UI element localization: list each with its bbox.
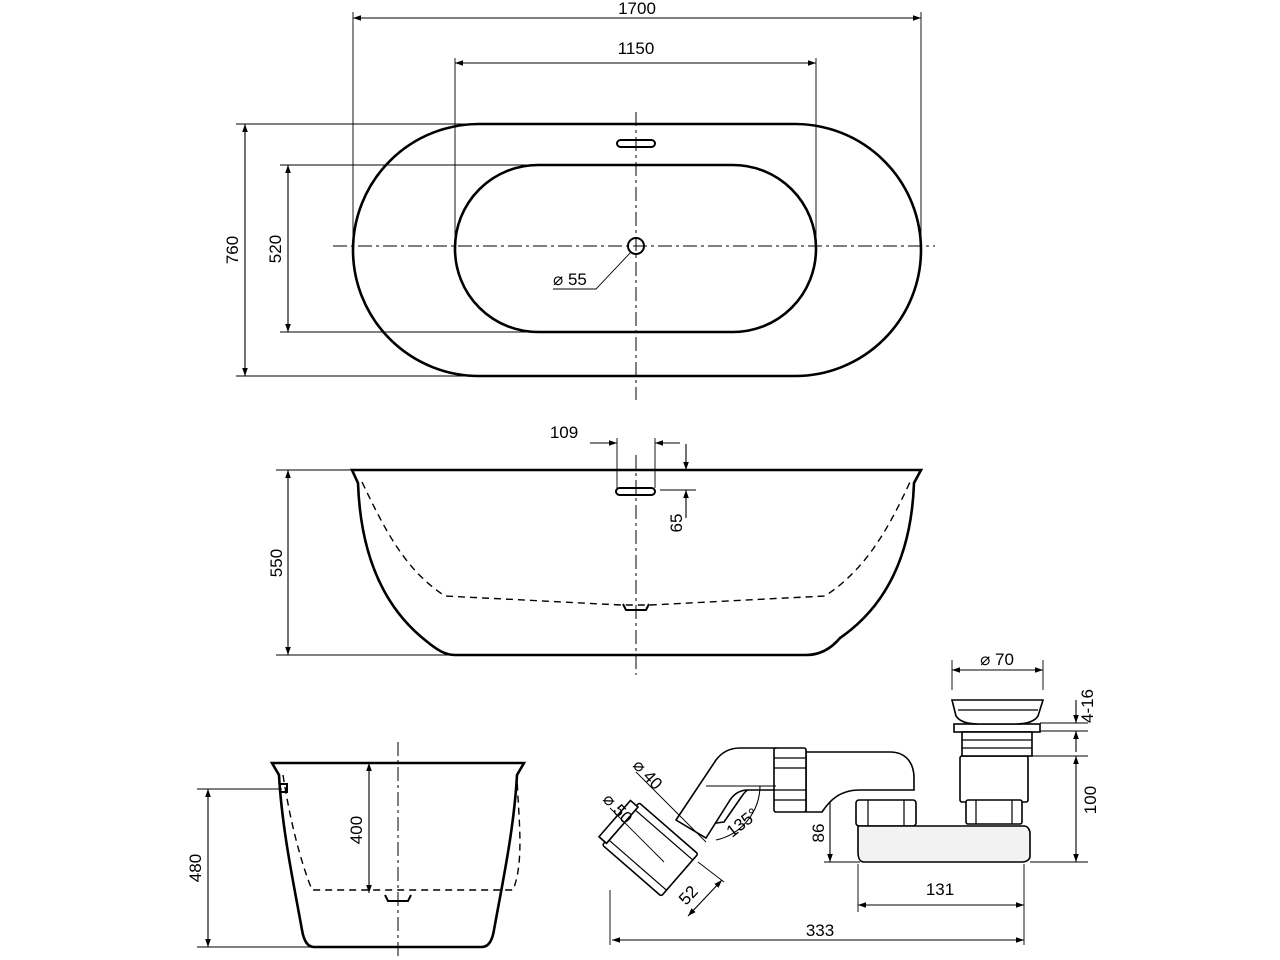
dim-cap-diameter-label: ⌀ 70 bbox=[980, 650, 1014, 669]
nut-coupling bbox=[773, 747, 807, 813]
overflow-marker bbox=[279, 783, 288, 793]
dim-inner-width-label: 520 bbox=[266, 235, 285, 263]
overflow-slot bbox=[616, 139, 656, 148]
dim-width-label: 760 bbox=[223, 236, 242, 264]
dim-length-label: 1700 bbox=[618, 0, 656, 18]
dim-end-height-label: 480 bbox=[186, 854, 205, 882]
dim-overflow-offset-label: 109 bbox=[550, 423, 578, 442]
dim-overflow-height-label: 65 bbox=[667, 514, 686, 533]
overflow-slot-side bbox=[615, 487, 656, 496]
dim-height-label: 550 bbox=[267, 549, 286, 577]
dim-cap-gap-label: 4-16 bbox=[1078, 689, 1097, 723]
dim-inner-depth-label: 400 bbox=[347, 816, 366, 844]
angle-arc bbox=[715, 785, 761, 841]
pipe-d40-label: ⌀ 40 bbox=[629, 756, 666, 794]
tub-outer-rim bbox=[351, 122, 923, 378]
dim-inner-length-label: 1150 bbox=[618, 39, 655, 58]
dim-outlet-length-line bbox=[687, 879, 723, 917]
top-view: 1700 1150 760 520 ⌀ 55 bbox=[223, 0, 935, 400]
end-view: 480 400 bbox=[186, 742, 527, 958]
tub-end-profile bbox=[269, 761, 527, 949]
siphon-detail: ⌀ 70 4-16 100 86 131 333 bbox=[597, 650, 1100, 945]
dim-base-height-label: 86 bbox=[809, 824, 828, 843]
dim-siphon-height-label: 100 bbox=[1081, 786, 1100, 814]
tub-side-profile bbox=[349, 468, 924, 657]
horizontal-pipe bbox=[805, 751, 915, 813]
outlet-socket bbox=[597, 799, 698, 897]
tub-inner-basin bbox=[453, 163, 818, 334]
drain-flange bbox=[953, 723, 1041, 733]
side-view: 550 109 65 bbox=[267, 423, 924, 675]
drain-cap bbox=[950, 699, 1045, 725]
dim-outlet-length-label: 52 bbox=[675, 882, 702, 909]
dim-total-length-label: 333 bbox=[806, 921, 834, 940]
tub-inner-hidden-line bbox=[361, 481, 911, 606]
drain-column bbox=[959, 755, 1029, 803]
dim-base-length-label: 131 bbox=[926, 880, 954, 899]
drain-hole bbox=[627, 237, 645, 255]
siphon-base bbox=[857, 825, 1031, 863]
drain-diameter-label: ⌀ 55 bbox=[553, 270, 587, 289]
